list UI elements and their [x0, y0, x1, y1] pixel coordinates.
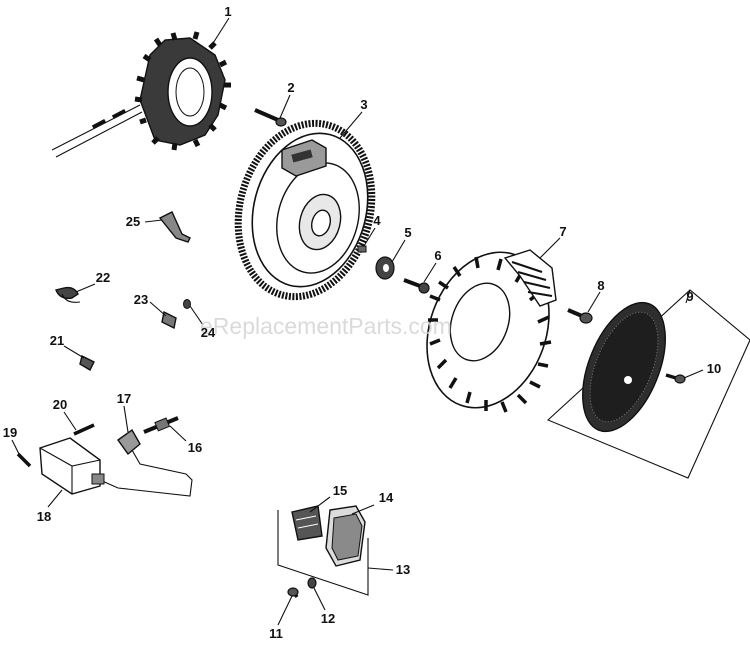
callout-13: 13 [396, 562, 410, 577]
callout-17: 17 [117, 391, 131, 406]
callout-14: 14 [379, 490, 394, 505]
rectifier-assembly-part-13 [277, 505, 369, 596]
callout-20: 20 [53, 397, 67, 412]
callout-10: 10 [707, 361, 721, 376]
leader-lines [11, 17, 704, 626]
callout-24: 24 [201, 325, 216, 340]
key-part-4 [357, 245, 367, 253]
washer-part-12 [307, 577, 317, 589]
callout-19: 19 [3, 425, 17, 440]
screw-part-10 [665, 373, 686, 384]
callout-21: 21 [50, 333, 64, 348]
callout-18: 18 [37, 509, 51, 524]
washer-part-24 [183, 299, 191, 309]
fan-part-7 [426, 249, 557, 413]
callout-1: 1 [224, 4, 231, 19]
screw-part-11 [287, 587, 299, 599]
callout-labels: 1 2 3 4 5 6 7 8 9 10 11 12 13 14 15 16 1… [3, 4, 721, 641]
watermark-text: eReplacementParts.com [200, 313, 452, 339]
spark-plug-part-16 [143, 416, 179, 434]
wire-clip-part-22 [55, 286, 81, 303]
flywheel-part-3 [234, 119, 376, 301]
screw-part-2 [254, 108, 287, 127]
callout-6: 6 [434, 248, 441, 263]
callout-4: 4 [373, 213, 381, 228]
screw-part-20 [73, 423, 95, 436]
washer-part-5 [375, 256, 395, 280]
callout-2: 2 [287, 80, 294, 95]
callout-3: 3 [360, 97, 367, 112]
ignition-module-part-18 [39, 437, 193, 497]
stator-part-1 [51, 31, 231, 158]
callout-11: 11 [269, 626, 283, 641]
bracket-part-25 [158, 211, 191, 243]
callout-12: 12 [321, 611, 335, 626]
clip-part-21 [79, 354, 95, 371]
callout-23: 23 [134, 292, 148, 307]
callout-8: 8 [597, 278, 604, 293]
callout-16: 16 [188, 440, 202, 455]
callout-7: 7 [559, 224, 566, 239]
callout-25: 25 [126, 214, 140, 229]
bolt-part-6 [403, 278, 430, 294]
callout-22: 22 [96, 270, 110, 285]
callout-5: 5 [404, 225, 411, 240]
callout-15: 15 [333, 483, 347, 498]
callout-9: 9 [686, 289, 693, 304]
screen-part-9 [546, 289, 750, 479]
spark-plug-boot-part-17 [117, 428, 141, 456]
screw-part-8 [567, 308, 593, 324]
